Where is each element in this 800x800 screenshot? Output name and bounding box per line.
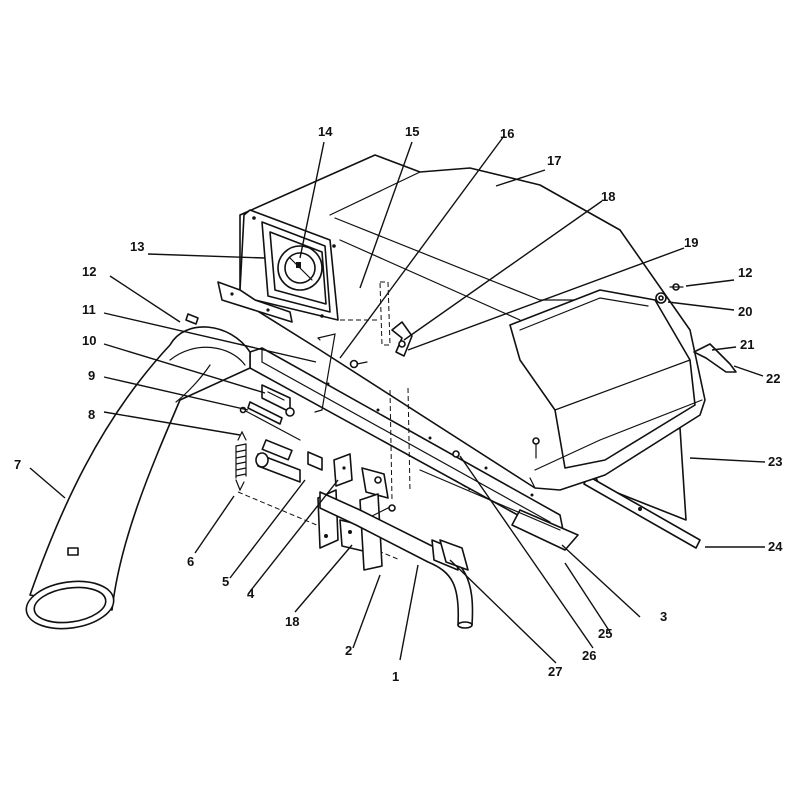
plunger bbox=[247, 401, 295, 425]
callout-6: 6 bbox=[187, 554, 194, 569]
callout-12-right: 12 bbox=[738, 265, 752, 280]
callout-18-bottom: 18 bbox=[285, 614, 299, 629]
callout-23: 23 bbox=[768, 454, 782, 469]
center-bracket bbox=[333, 453, 389, 499]
callout-21: 21 bbox=[740, 337, 754, 352]
leader-lines bbox=[29, 135, 766, 664]
callout-22: 22 bbox=[766, 371, 780, 386]
callout-11: 11 bbox=[82, 302, 96, 317]
left-fastener bbox=[185, 313, 199, 325]
callout-8: 8 bbox=[88, 407, 95, 422]
callout-18-top: 18 bbox=[601, 189, 615, 204]
chute bbox=[25, 326, 251, 630]
callout-labels: 1 2 3 4 5 6 7 8 9 10 11 12 12 13 14 15 1… bbox=[14, 124, 783, 684]
callout-7: 7 bbox=[14, 457, 21, 472]
hood-body bbox=[239, 154, 706, 491]
callout-24: 24 bbox=[768, 539, 783, 554]
callout-5: 5 bbox=[222, 574, 229, 589]
handle-rod bbox=[255, 439, 323, 483]
latch bbox=[391, 321, 413, 357]
rod bbox=[314, 333, 336, 413]
callout-16: 16 bbox=[500, 126, 514, 141]
spring bbox=[235, 430, 247, 492]
callout-26: 26 bbox=[582, 648, 596, 663]
bolt-lower bbox=[371, 504, 396, 517]
callout-15: 15 bbox=[405, 124, 419, 139]
callout-25: 25 bbox=[598, 626, 612, 641]
callout-3: 3 bbox=[660, 609, 667, 624]
pivot-bracket bbox=[261, 384, 291, 413]
callout-14: 14 bbox=[318, 124, 333, 139]
callout-27: 27 bbox=[548, 664, 562, 679]
callout-2: 2 bbox=[345, 643, 352, 658]
callout-20: 20 bbox=[738, 304, 752, 319]
callout-9: 9 bbox=[88, 368, 95, 383]
callout-13: 13 bbox=[130, 239, 144, 254]
callout-10: 10 bbox=[82, 333, 96, 348]
latch-bracket bbox=[439, 539, 469, 571]
bolt-top bbox=[349, 359, 368, 369]
right-fasteners bbox=[655, 283, 737, 373]
callout-4: 4 bbox=[247, 586, 255, 601]
callout-17: 17 bbox=[547, 153, 561, 168]
chute-housing bbox=[217, 209, 339, 323]
callout-19: 19 bbox=[684, 235, 698, 250]
callout-1: 1 bbox=[392, 669, 399, 684]
callout-12-left: 12 bbox=[82, 264, 96, 279]
